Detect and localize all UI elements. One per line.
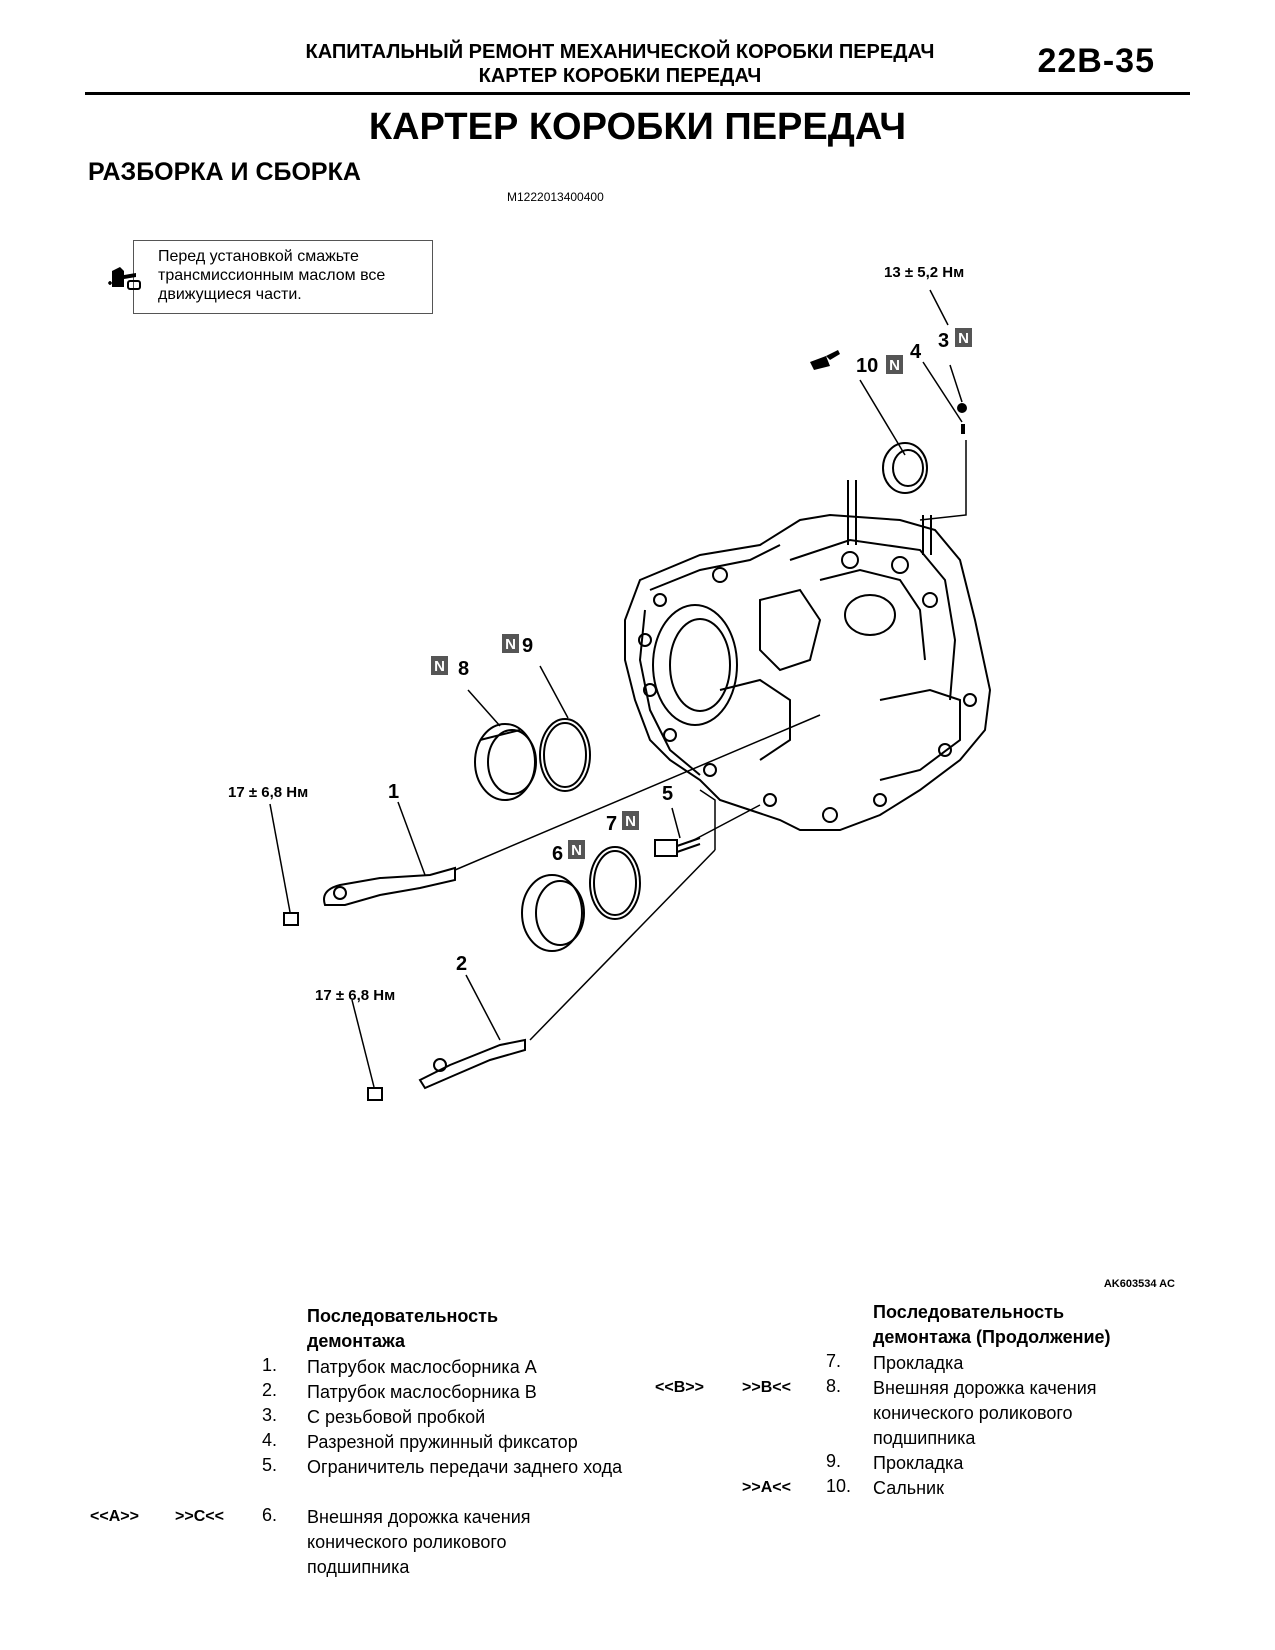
seq-num: 6. xyxy=(262,1505,278,1525)
replace-part-marks xyxy=(431,328,972,859)
seq-item-6: Внешняя дорожка качения конического роли… xyxy=(307,1507,531,1577)
callout-10: 10 xyxy=(856,355,878,377)
seq-num: 3. xyxy=(262,1405,278,1425)
seq-item-5: Ограничитель передачи заднего хода xyxy=(307,1457,623,1477)
seq-num: 1. xyxy=(262,1355,278,1375)
seq-item-1: Патрубок маслосборника А xyxy=(307,1357,537,1377)
seq-num: 7. xyxy=(826,1351,842,1371)
seq-num: 10. xyxy=(826,1476,852,1496)
callout-2: 2 xyxy=(456,953,467,975)
callout-3: 3 xyxy=(938,330,949,352)
figure-id: AK603534 AC xyxy=(1103,1278,1175,1290)
ref-install-B: >>B<< xyxy=(742,1379,791,1396)
ref-install-C: >>C<< xyxy=(175,1508,224,1525)
ref-removal-B: <<B>> xyxy=(655,1379,704,1396)
n-mark-8: N xyxy=(434,658,445,675)
seq-num: 9. xyxy=(826,1451,842,1471)
n-mark-9: N xyxy=(505,636,516,653)
callout-9: 9 xyxy=(522,635,533,657)
seq-item-10: Сальник xyxy=(873,1478,944,1498)
callout-6: 6 xyxy=(552,843,563,865)
header-title-line1: КАПИТАЛЬНЫЙ РЕМОНТ МЕХАНИЧЕСКОЙ КОРОБКИ … xyxy=(305,41,935,63)
callout-5: 5 xyxy=(662,783,673,805)
seq-num: 4. xyxy=(262,1430,278,1450)
seq-num: 2. xyxy=(262,1380,278,1400)
section-title: РАЗБОРКА И СБОРКА xyxy=(88,158,361,186)
header-title-line2: КАРТЕР КОРОБКИ ПЕРЕДАЧ xyxy=(478,65,762,87)
seq-item-4: Разрезной пружинный фиксатор xyxy=(307,1432,578,1452)
callout-7: 7 xyxy=(606,813,617,835)
lubricant-icon xyxy=(810,350,840,370)
page-number: 22B-35 xyxy=(1037,42,1155,80)
n-mark-3: N xyxy=(958,330,969,347)
seq-num: 5. xyxy=(262,1455,278,1475)
seq-item-7: Прокладка xyxy=(873,1353,964,1373)
seq-item-8: Внешняя дорожка качения конического роли… xyxy=(873,1378,1097,1448)
callout-1: 1 xyxy=(388,781,399,803)
sequence-heading-right: Последовательность демонтажа (Продолжени… xyxy=(873,1302,1111,1347)
oil-can-icon xyxy=(108,267,141,290)
n-mark-10: N xyxy=(889,357,900,374)
torque-label-top: 13 ± 5,2 Нм xyxy=(884,264,964,281)
exploded-view-diagram: 1 2 3 4 5 6 7 8 9 10 13 ± 5,2 Нм 17 ± 6,… xyxy=(228,264,992,1101)
seq-item-2: Патрубок маслосборника B xyxy=(307,1382,537,1402)
ref-install-A: >>A<< xyxy=(742,1479,791,1496)
lubrication-note: Перед установкой смажьте трансмиссионным… xyxy=(108,240,433,314)
seq-item-3: С резьбовой пробкой xyxy=(307,1407,486,1427)
page-title: КАРТЕР КОРОБКИ ПЕРЕДАЧ xyxy=(368,106,907,148)
callout-8: 8 xyxy=(458,658,469,680)
callout-4: 4 xyxy=(910,341,922,363)
torque-label-1: 17 ± 6,8 Нм xyxy=(228,784,308,801)
header-rule xyxy=(85,92,1190,95)
seq-num: 8. xyxy=(826,1376,842,1396)
n-mark-6: N xyxy=(571,842,582,859)
document-id: M1222013400400 xyxy=(507,190,604,204)
n-mark-7: N xyxy=(625,813,636,830)
note-text: Перед установкой смажьте трансмиссионным… xyxy=(158,248,386,303)
ref-removal-A: <<A>> xyxy=(90,1508,139,1525)
seq-item-9: Прокладка xyxy=(873,1453,964,1473)
sequence-heading-left: Последовательность демонтажа xyxy=(307,1306,499,1351)
torque-label-2: 17 ± 6,8 Нм xyxy=(315,987,395,1004)
